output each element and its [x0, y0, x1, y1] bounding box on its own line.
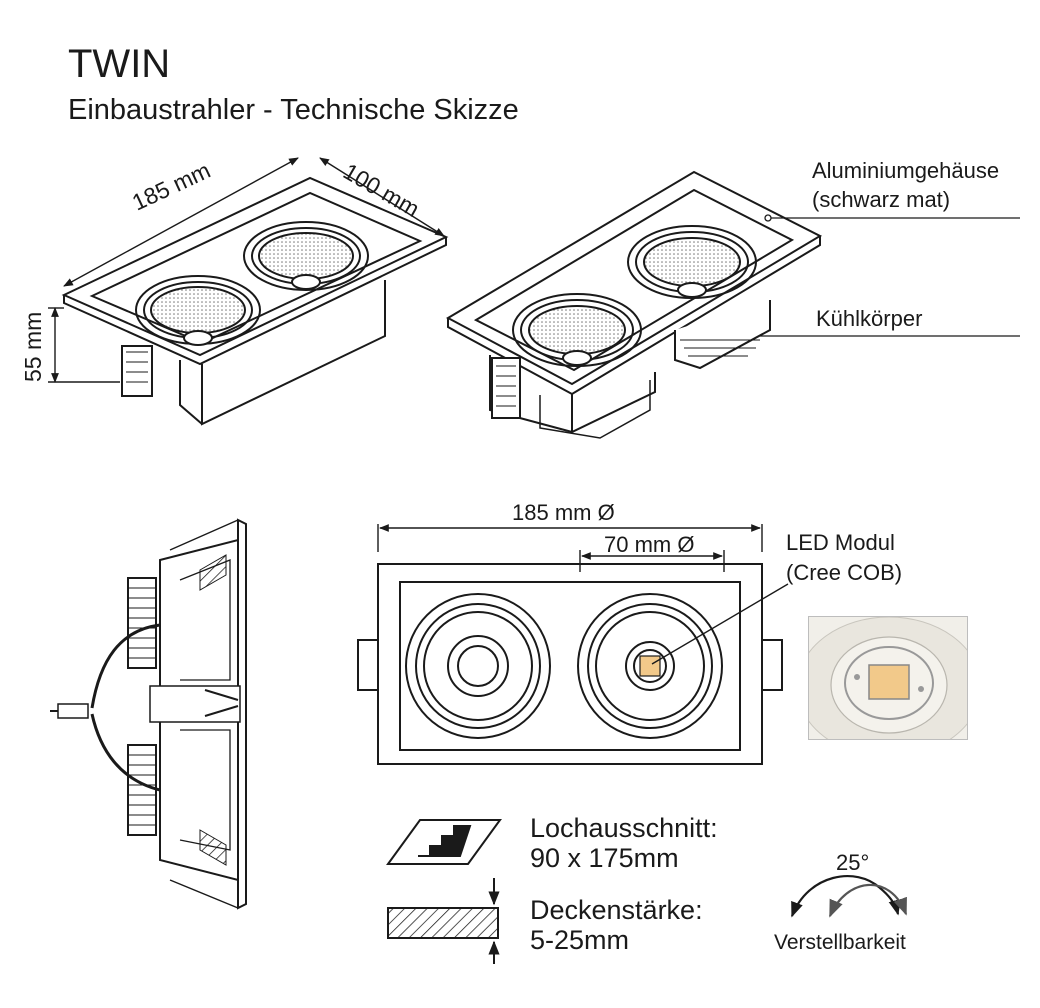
- leader-lines: [760, 214, 1020, 337]
- side-section-view: [50, 518, 247, 910]
- callout-heatsink: Kühlkörper: [816, 306, 923, 331]
- dimension-lines-top: [48, 157, 445, 383]
- page-subtitle: Einbaustrahler - Technische Skizze: [68, 94, 519, 126]
- cutout-value: 90 x 175mm: [530, 843, 679, 873]
- callout-housing-line1: Aluminiumgehäuse: [812, 158, 1000, 183]
- isometric-view-left: [61, 176, 449, 426]
- dim-front-length: 185 mm Ø: [512, 500, 615, 525]
- callout-led-line2: (Cree COB): [786, 560, 903, 585]
- angle-value: 25°: [836, 850, 870, 875]
- ceiling-thickness-icon: [387, 878, 500, 964]
- led-module-closeup: [808, 616, 968, 740]
- adjustment-angle-icon: [790, 875, 908, 918]
- angle-label: Verstellbarkeit: [774, 931, 906, 954]
- dim-front-spacing: 70 mm Ø: [604, 532, 695, 557]
- page-title: TWIN: [68, 42, 171, 86]
- callout-led-line1: LED Modul: [786, 530, 895, 555]
- front-view: [357, 563, 783, 765]
- dim-height: 55 mm: [20, 311, 46, 382]
- cob-chip-icon: [809, 617, 967, 739]
- isometric-view-right: [445, 170, 823, 439]
- ceiling-label: Deckenstärke:: [530, 895, 703, 925]
- ceiling-value: 5-25mm: [530, 925, 630, 955]
- dimension-lines-front: [377, 524, 789, 665]
- callout-housing-line2: (schwarz mat): [812, 187, 951, 212]
- cutout-label: Lochausschnitt:: [530, 813, 718, 843]
- cutout-icon: [386, 819, 502, 865]
